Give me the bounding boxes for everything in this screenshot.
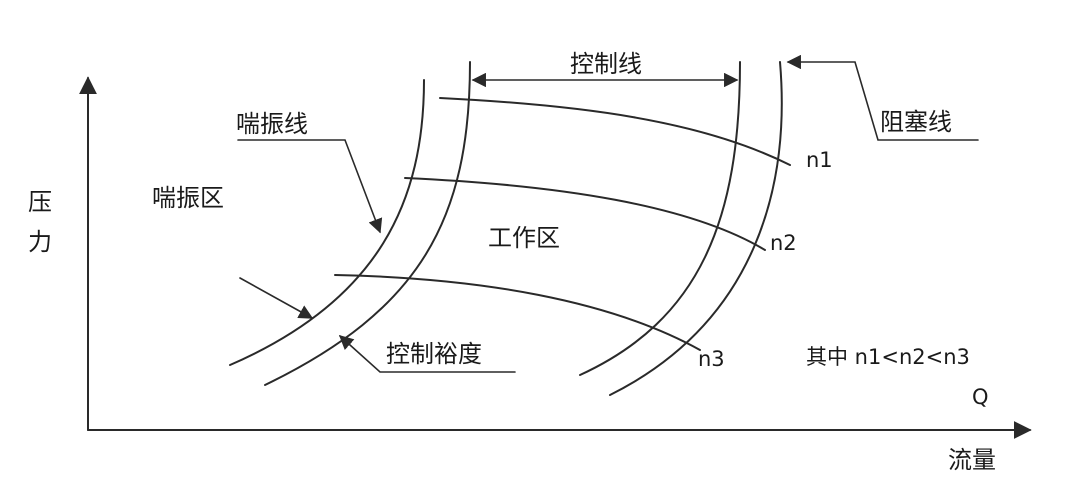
speed-curve-n1 [439, 97, 791, 166]
choke-line-leader [786, 54, 979, 141]
control-line-label: 控制线 [570, 50, 642, 78]
x-axis-symbol: Q [972, 385, 989, 409]
x-axis-label: 流量 [948, 446, 996, 472]
control-margin-label: 控制裕度 [386, 340, 482, 368]
control-line-right-curve [579, 61, 741, 376]
y-axis-label-2: 力 [28, 228, 52, 256]
surge-line-curve [229, 79, 425, 366]
speed-n1-label: n1 [806, 148, 833, 172]
control-line-left-curve [264, 61, 471, 386]
control-margin-leader-outer [239, 277, 314, 319]
work-zone-label: 工作区 [488, 224, 560, 252]
choke-line-label: 阻塞线 [880, 108, 952, 136]
control-margin-leader-inner [338, 335, 516, 373]
surge-line-leader [237, 139, 383, 234]
speed-curve-n2 [404, 177, 766, 251]
surge-zone-label: 喘振区 [152, 184, 224, 212]
speed-curve-n3 [334, 274, 701, 351]
speed-n3-label: n3 [698, 347, 725, 371]
y-axis-label-1: 压 [28, 188, 52, 216]
speed-n2-label: n2 [770, 231, 797, 255]
surge-line-label: 喘振线 [236, 110, 308, 138]
speed-relation-label: 其中 n1<n2<n3 [806, 345, 970, 369]
choke-line-curve [609, 61, 783, 396]
